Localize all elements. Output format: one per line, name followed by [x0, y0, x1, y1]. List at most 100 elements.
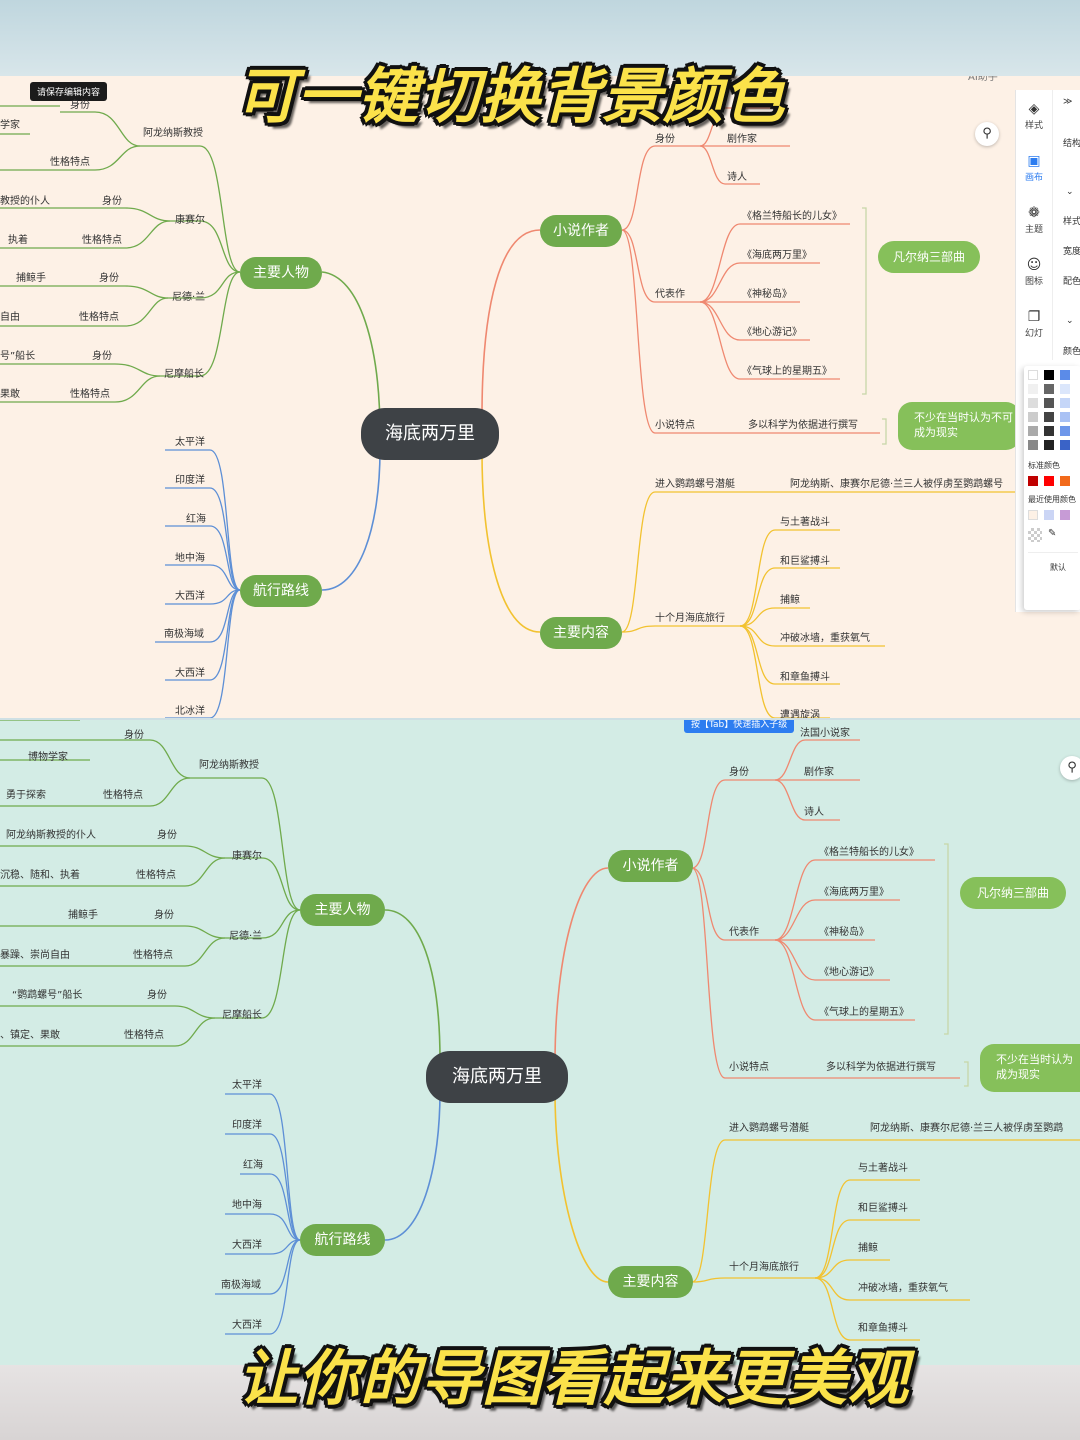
- identity-label[interactable]: 身份: [124, 730, 144, 741]
- trait-label[interactable]: 性格特点: [133, 950, 173, 961]
- ned-node[interactable]: 尼德·兰: [229, 931, 263, 942]
- main-node-characters[interactable]: 主要人物: [240, 257, 322, 289]
- aronnax-node[interactable]: 阿龙纳斯教授: [199, 760, 259, 771]
- trilogy-summary-node[interactable]: 凡尔纳三部曲: [960, 877, 1066, 909]
- ned-trait-text[interactable]: 自由: [0, 312, 20, 323]
- main-node-content[interactable]: 主要内容: [608, 1266, 693, 1298]
- ned-node[interactable]: 尼德·兰: [172, 292, 206, 303]
- event-item[interactable]: 捕鲸: [858, 1243, 878, 1254]
- work-item[interactable]: 《地心游记》: [819, 967, 879, 978]
- trip-label[interactable]: 十个月海底旅行: [729, 1262, 799, 1273]
- main-node-route[interactable]: 航行路线: [300, 1224, 385, 1256]
- conseil-node[interactable]: 康赛尔: [175, 215, 205, 226]
- work-item[interactable]: 《神秘岛》: [742, 289, 792, 300]
- conseil-role-text[interactable]: 阿龙纳斯教授的仆人: [6, 830, 96, 841]
- intro-text[interactable]: 阿龙纳斯、康赛尔尼德·兰三人被俘虏至鹦鹉: [870, 1123, 1064, 1134]
- event-item[interactable]: 与土著战斗: [858, 1163, 908, 1174]
- search-icon[interactable]: ⚲: [975, 122, 999, 146]
- chevron-down-icon[interactable]: ⌄: [1066, 316, 1074, 326]
- sidebar-item-icon[interactable]: ☺图标: [1016, 256, 1052, 287]
- main-node-content[interactable]: 主要内容: [540, 617, 622, 649]
- trait-label[interactable]: 性格特点: [82, 235, 122, 246]
- event-item[interactable]: 冲破冰墙，重获氧气: [780, 633, 870, 644]
- identity-label[interactable]: 身份: [157, 830, 177, 841]
- conseil-trait-text[interactable]: 沉稳、随和、执着: [0, 870, 80, 881]
- main-node-author[interactable]: 小说作者: [540, 215, 622, 247]
- author-identity-label[interactable]: 身份: [655, 134, 675, 145]
- color-swatch[interactable]: [1028, 412, 1038, 422]
- color-swatch[interactable]: [1044, 370, 1054, 380]
- identity-label[interactable]: 身份: [154, 910, 174, 921]
- work-item[interactable]: 《地心游记》: [742, 327, 802, 338]
- route-item[interactable]: 大西洋: [175, 668, 205, 679]
- identity-label[interactable]: 身份: [70, 100, 90, 111]
- event-item[interactable]: 捕鲸: [780, 595, 800, 606]
- color-swatch[interactable]: [1044, 398, 1054, 408]
- ned-role-text[interactable]: 捕鲸手: [68, 910, 98, 921]
- event-item[interactable]: 冲破冰墙，重获氧气: [858, 1283, 948, 1294]
- intro-label[interactable]: 进入鹦鹉螺号潜艇: [655, 479, 735, 490]
- color-swatch[interactable]: [1060, 426, 1070, 436]
- color-swatch[interactable]: [1044, 510, 1054, 520]
- trait-label[interactable]: 性格特点: [50, 157, 90, 168]
- route-item[interactable]: 红海: [186, 514, 206, 525]
- color-swatch[interactable]: [1060, 476, 1070, 486]
- intro-label[interactable]: 进入鹦鹉螺号潜艇: [729, 1123, 809, 1134]
- route-item[interactable]: 大西洋: [232, 1320, 262, 1331]
- sidebar-item-style[interactable]: ◈样式: [1016, 100, 1052, 131]
- route-item[interactable]: 大西洋: [232, 1240, 262, 1251]
- ned-trait-text[interactable]: 暴躁、崇尚自由: [0, 950, 70, 961]
- identity-label[interactable]: 身份: [99, 273, 119, 284]
- trait-label[interactable]: 性格特点: [103, 790, 143, 801]
- route-item[interactable]: 太平洋: [232, 1080, 262, 1091]
- work-item[interactable]: 《海底两万里》: [742, 250, 812, 261]
- work-item[interactable]: 《格兰特船长的儿女》: [742, 211, 842, 222]
- route-item[interactable]: 南极海域: [164, 629, 204, 640]
- author-name[interactable]: 法国小说家: [800, 728, 850, 739]
- works-label[interactable]: 代表作: [729, 927, 759, 938]
- color-swatch[interactable]: [1028, 476, 1038, 486]
- color-swatch[interactable]: [1060, 510, 1070, 520]
- work-item[interactable]: 《神秘岛》: [819, 927, 869, 938]
- color-swatch[interactable]: [1044, 426, 1054, 436]
- route-item[interactable]: 地中海: [232, 1200, 262, 1211]
- sidebar-item-theme[interactable]: ❁主题: [1016, 204, 1052, 235]
- route-item[interactable]: 地中海: [175, 553, 205, 564]
- works-label[interactable]: 代表作: [655, 289, 685, 300]
- intro-text[interactable]: 阿龙纳斯、康赛尔尼德·兰三人被俘虏至鹦鹉螺号: [790, 479, 1004, 490]
- event-item[interactable]: 遭遇旋涡: [780, 710, 820, 718]
- trilogy-summary-node[interactable]: 凡尔纳三部曲: [878, 241, 980, 273]
- main-node-author[interactable]: 小说作者: [608, 850, 693, 882]
- chevron-down-icon[interactable]: ⌄: [1066, 187, 1074, 197]
- route-item[interactable]: 大西洋: [175, 591, 205, 602]
- route-item[interactable]: 红海: [243, 1160, 263, 1171]
- work-item[interactable]: 《格兰特船长的儿女》: [819, 847, 919, 858]
- color-swatch[interactable]: [1044, 476, 1054, 486]
- trip-label[interactable]: 十个月海底旅行: [655, 613, 725, 624]
- trait-label[interactable]: 性格特点: [70, 389, 110, 400]
- author-role[interactable]: 剧作家: [727, 134, 757, 145]
- collapse-panel-icon[interactable]: ≫: [1063, 97, 1073, 107]
- sidebar-item-canvas[interactable]: ▣画布: [1016, 152, 1052, 183]
- nemo-role-text[interactable]: 号”船长: [0, 351, 36, 362]
- color-swatch[interactable]: [1028, 370, 1038, 380]
- ai-assistant-label[interactable]: AI助手: [968, 76, 998, 83]
- route-item[interactable]: 北冰洋: [175, 706, 205, 717]
- work-item[interactable]: 《海底两万里》: [819, 887, 889, 898]
- route-item[interactable]: 太平洋: [175, 437, 205, 448]
- color-swatch[interactable]: [1060, 440, 1070, 450]
- color-swatch[interactable]: [1060, 370, 1070, 380]
- style-label[interactable]: 小说特点: [655, 420, 695, 431]
- color-swatch[interactable]: [1060, 412, 1070, 422]
- trait-label[interactable]: 性格特点: [124, 1030, 164, 1041]
- identity-label[interactable]: 身份: [92, 351, 112, 362]
- trait-label[interactable]: 性格特点: [79, 312, 119, 323]
- event-item[interactable]: 与土著战斗: [780, 517, 830, 528]
- aronnax-node[interactable]: 阿龙纳斯教授: [143, 128, 203, 139]
- style-text[interactable]: 多以科学为依据进行撰写: [826, 1062, 936, 1073]
- identity-label[interactable]: 身份: [147, 990, 167, 1001]
- conseil-role-text[interactable]: 教授的仆人: [0, 196, 50, 207]
- event-item[interactable]: 和章鱼搏斗: [780, 672, 830, 683]
- root-node[interactable]: 海底两万里: [426, 1051, 568, 1103]
- nemo-node[interactable]: 尼摩船长: [222, 1010, 262, 1021]
